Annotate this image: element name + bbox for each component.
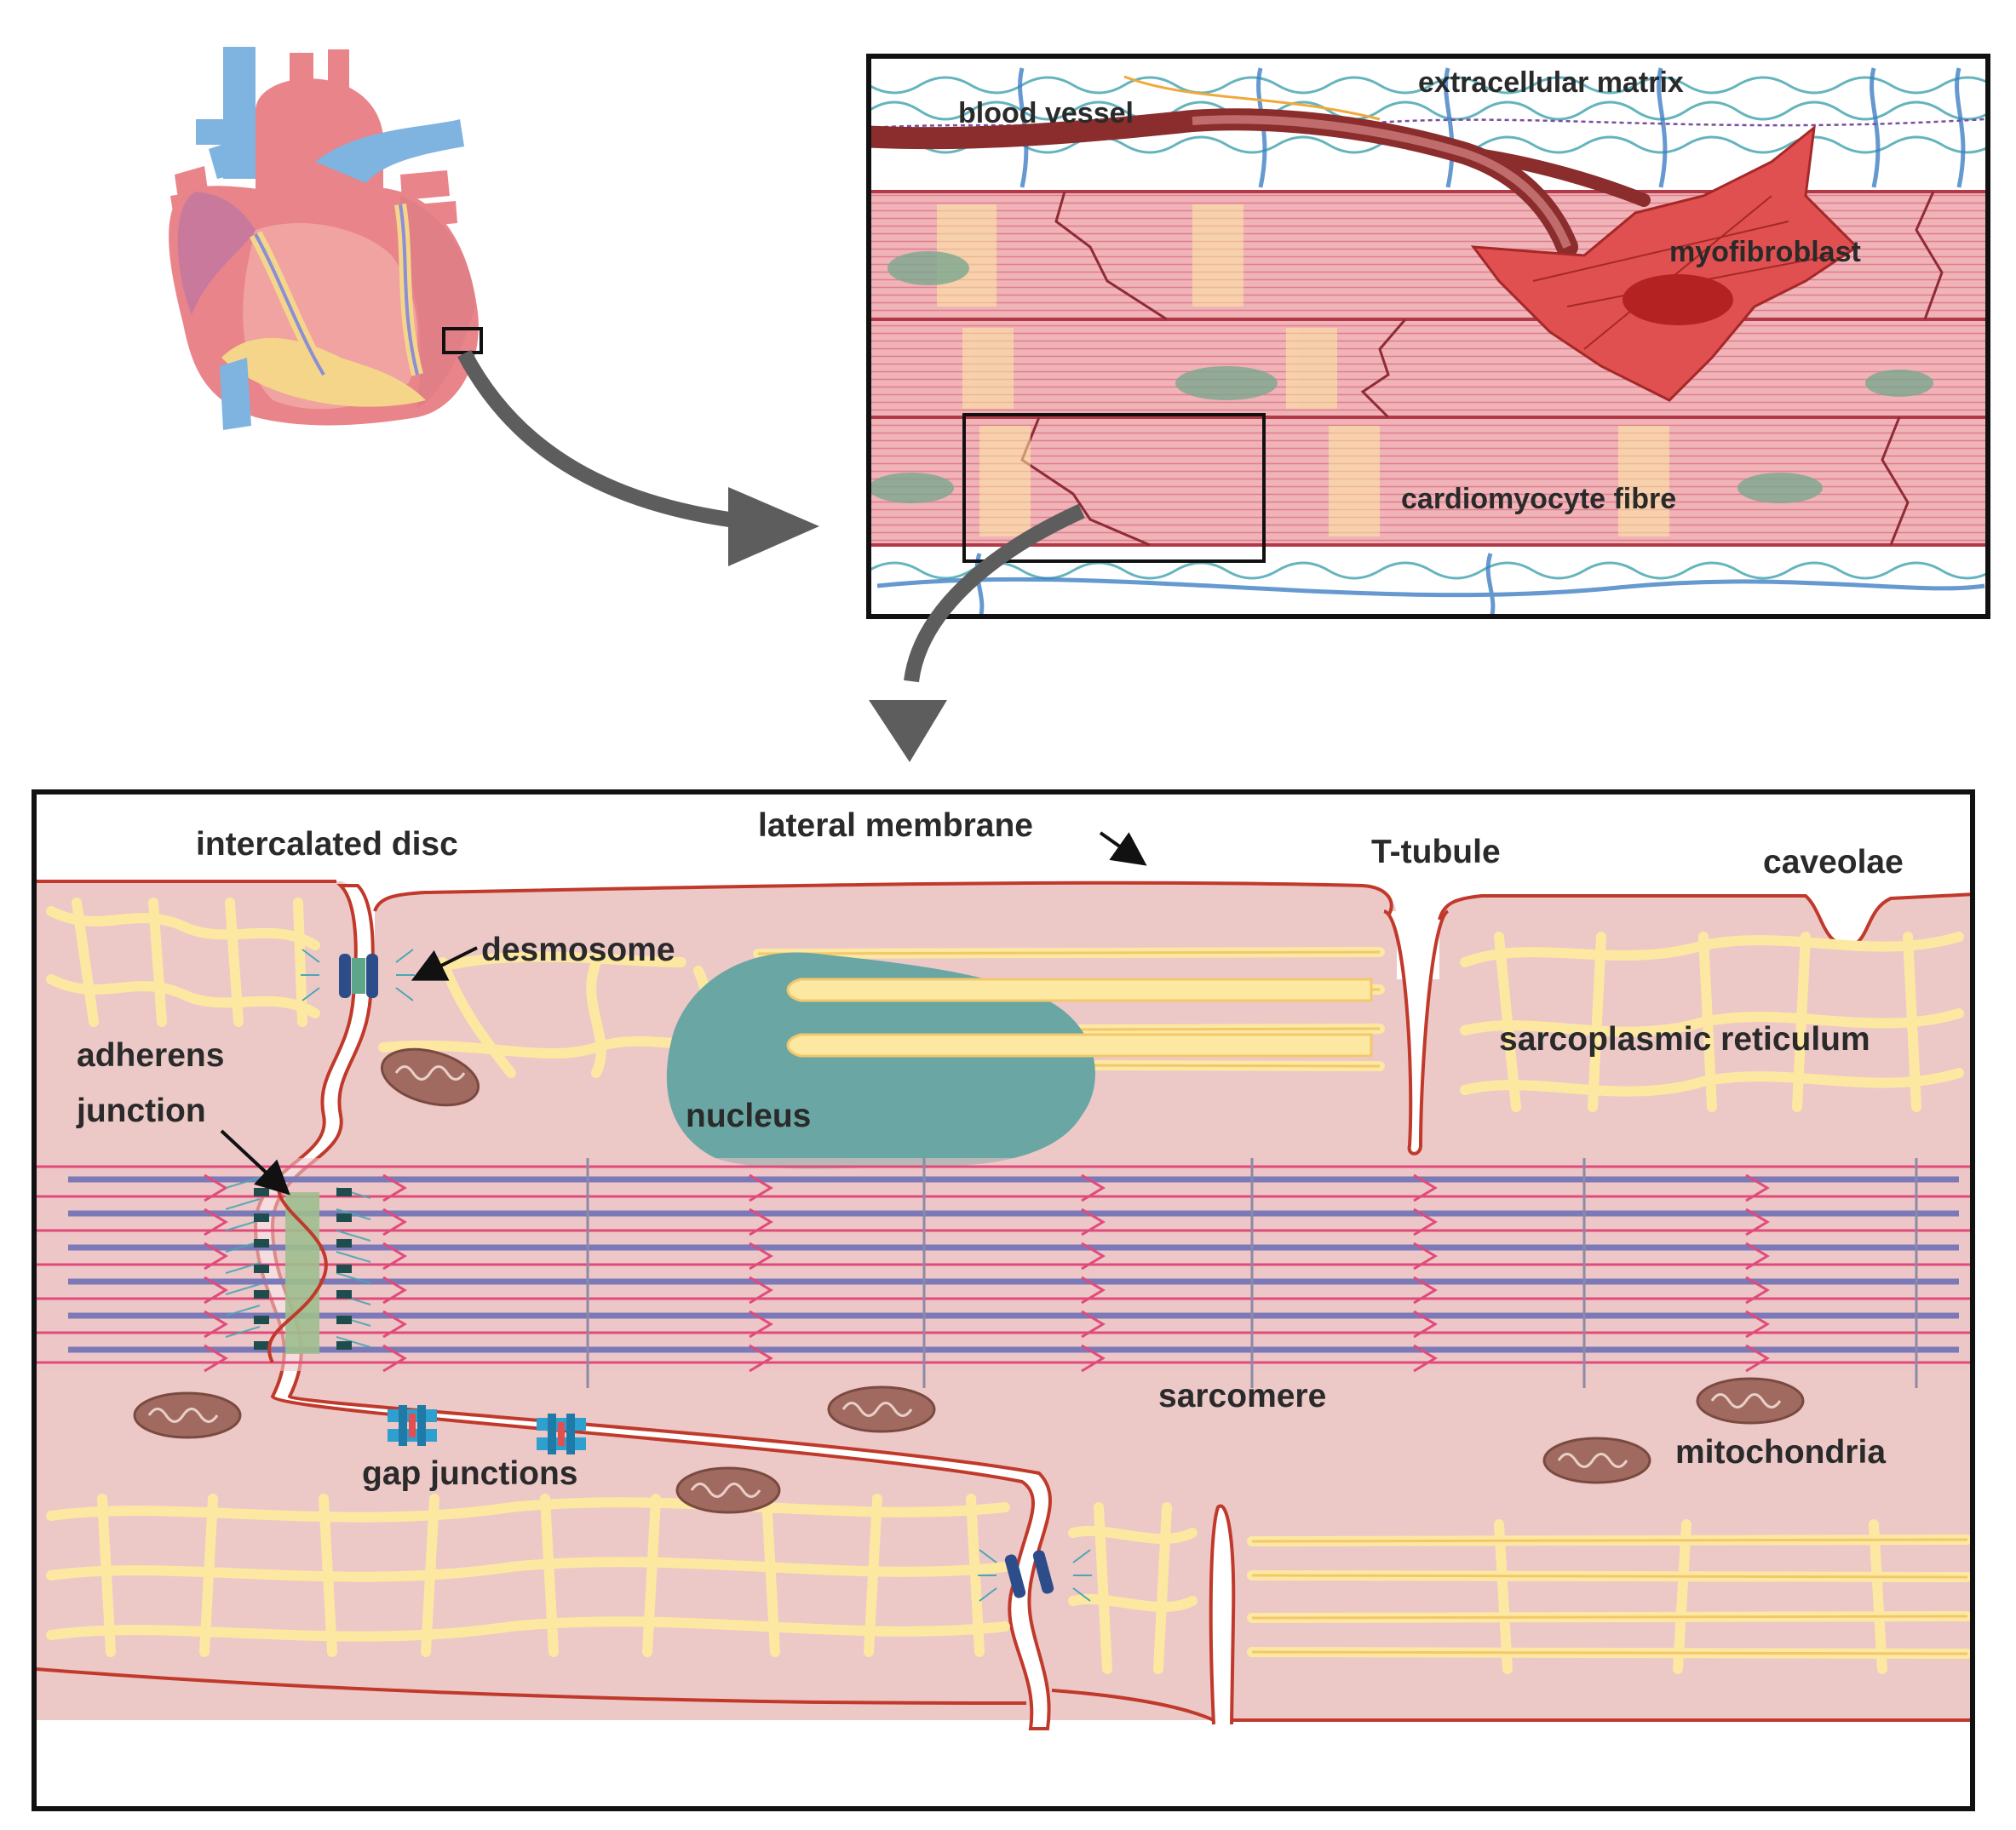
gap-junction-1 — [388, 1405, 437, 1446]
zoom-arrow-heart-to-tissue — [457, 349, 819, 566]
label-nucleus: nucleus — [686, 1098, 811, 1134]
label-t-tubule: T-tubule — [1371, 834, 1501, 870]
zoom-arrow-tissue-to-cell — [869, 503, 1085, 762]
gap-junction-2 — [537, 1414, 586, 1454]
label-adherens: adherens — [77, 1037, 224, 1074]
nucleus-shape — [666, 952, 1095, 1169]
desmosome-structure-top — [301, 949, 415, 1001]
label-blood-vessel: blood vessel — [958, 97, 1134, 129]
label-sarcomere: sarcomere — [1158, 1378, 1326, 1414]
label-cardiomyocyte-fibre: cardiomyocyte fibre — [1401, 483, 1676, 515]
label-caveolae: caveolae — [1763, 844, 1904, 881]
blood-vessel — [870, 108, 1651, 258]
label-extracellular-matrix: extracellular matrix — [1418, 66, 1684, 99]
label-intercalated-disc: intercalated disc — [196, 826, 458, 863]
myofibroblast-cell — [1470, 124, 1859, 402]
cardiomyocyte-cell-panel: intercalated disc lateral membrane T-tub… — [32, 789, 1975, 1811]
label-sarcoplasmic-reticulum: sarcoplasmic reticulum — [1499, 1021, 1870, 1058]
label-desmosome: desmosome — [481, 932, 675, 968]
label-gap-junctions: gap junctions — [362, 1455, 578, 1492]
sarcomere-myofibrils — [36, 1158, 1971, 1388]
label-myofibroblast: myofibroblast — [1669, 236, 1861, 268]
anatomical-heart-icon — [169, 47, 483, 430]
label-lateral-membrane: lateral membrane — [758, 807, 1033, 844]
mitochondria-group — [133, 1047, 1805, 1514]
label-mitochondria: mitochondria — [1675, 1434, 1886, 1471]
label-junction: junction — [76, 1093, 206, 1129]
desmosome-structure-bottom — [978, 1549, 1092, 1602]
